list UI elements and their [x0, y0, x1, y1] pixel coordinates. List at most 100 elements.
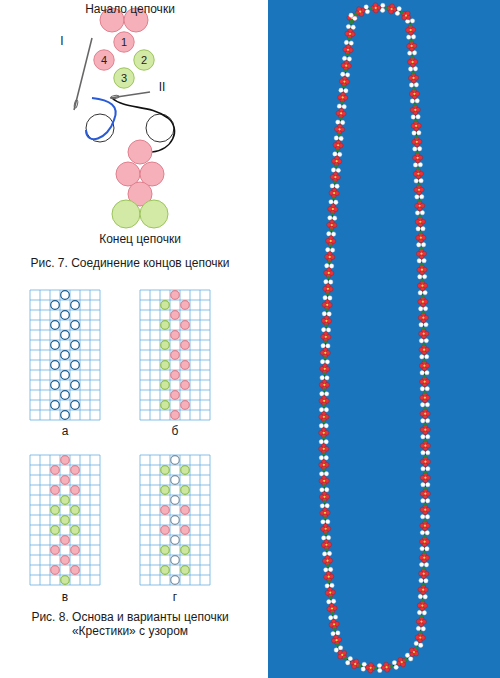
- grid-bead: [181, 321, 190, 330]
- bead-circle: [114, 32, 134, 52]
- red-bead: [409, 648, 414, 653]
- white-bead: [425, 370, 429, 374]
- green-bead: [411, 55, 414, 58]
- center-bead: [424, 381, 426, 383]
- needle: [74, 38, 92, 110]
- white-bead: [336, 168, 340, 172]
- grid-bead: [71, 486, 80, 495]
- green-bead: [322, 420, 325, 423]
- grid-line: [40, 290, 41, 420]
- bead-node: 1: [113, 31, 135, 53]
- grid-bead: [171, 576, 180, 585]
- white-bead: [421, 226, 425, 230]
- grid-bead: [61, 476, 70, 485]
- grid-bead: [181, 506, 190, 515]
- grid-bead: [71, 361, 80, 370]
- pattern-grids: [30, 290, 210, 585]
- green-bead: [336, 149, 339, 152]
- grid-line: [150, 455, 151, 585]
- white-bead: [424, 579, 428, 583]
- green-bead: [324, 532, 327, 535]
- white-bead: [412, 131, 416, 135]
- grid-line: [190, 455, 191, 585]
- center-bead: [415, 125, 417, 127]
- grid-bead: [51, 566, 60, 575]
- white-bead: [425, 418, 429, 422]
- white-bead: [324, 392, 328, 396]
- green-bead: [423, 551, 426, 554]
- center-bead: [424, 445, 426, 447]
- green-bead: [325, 324, 328, 327]
- green-bead: [420, 247, 423, 250]
- center-bead: [424, 493, 426, 495]
- white-bead: [328, 567, 332, 571]
- white-bead: [420, 371, 424, 375]
- grid-line: [100, 290, 101, 420]
- white-bead: [362, 662, 366, 666]
- white-bead: [411, 35, 415, 39]
- white-bead: [378, 668, 382, 672]
- grid-line: [40, 455, 41, 585]
- white-bead: [336, 120, 340, 124]
- center-bead: [401, 661, 403, 663]
- center-bead: [325, 336, 327, 338]
- green-bead: [421, 295, 424, 298]
- chain-figure: [74, 8, 175, 228]
- grid-line: [90, 455, 91, 585]
- white-bead: [364, 5, 368, 9]
- grid-bead: [61, 331, 70, 340]
- grid-bead: [161, 546, 170, 555]
- green-bead: [331, 212, 334, 215]
- green-bead: [344, 657, 347, 660]
- white-bead: [321, 344, 325, 348]
- white-bead: [326, 328, 330, 332]
- blue-thread: [86, 98, 116, 139]
- white-bead: [328, 216, 332, 220]
- bead-grid: [140, 290, 210, 420]
- grid-bead: [61, 576, 70, 585]
- white-bead: [333, 152, 337, 156]
- green-bead: [422, 343, 425, 346]
- green-bead: [413, 103, 416, 106]
- red-bead: [389, 9, 394, 14]
- white-bead: [415, 99, 419, 103]
- bead-grid: [30, 290, 100, 420]
- grid-bead: [71, 381, 80, 390]
- white-bead: [330, 184, 334, 188]
- white-bead: [330, 248, 334, 252]
- white-bead: [420, 530, 424, 534]
- white-bead: [319, 472, 323, 476]
- grid-line: [200, 455, 201, 585]
- green-bead: [322, 452, 325, 455]
- center-bead: [422, 317, 424, 319]
- center-bead: [411, 45, 413, 47]
- green-bead: [423, 391, 426, 394]
- white-bead: [397, 7, 401, 11]
- center-bead: [420, 237, 422, 239]
- green-bead: [323, 388, 326, 391]
- center-bead: [419, 205, 421, 207]
- chain-start-label: Начало цепочки: [85, 2, 175, 16]
- red-bead: [338, 654, 343, 659]
- white-bead: [421, 627, 425, 631]
- grid-bead: [161, 341, 170, 350]
- grid-line: [30, 290, 31, 420]
- center-bead: [385, 666, 387, 668]
- green-bead: [422, 583, 425, 586]
- grid-line: [200, 290, 201, 420]
- white-bead: [421, 482, 425, 486]
- white-bead: [348, 656, 352, 660]
- grid-line: [50, 455, 51, 585]
- grid-bead: [51, 341, 60, 350]
- red-bead: [405, 11, 410, 16]
- white-bead: [319, 440, 323, 444]
- green-bead: [423, 535, 426, 538]
- center-bead: [413, 651, 415, 653]
- white-bead: [426, 466, 430, 470]
- center-bead: [325, 544, 327, 546]
- center-bead: [324, 352, 326, 354]
- white-bead: [321, 520, 325, 524]
- green-bead: [323, 372, 326, 375]
- green-bead: [324, 340, 327, 343]
- center-bead: [375, 7, 377, 9]
